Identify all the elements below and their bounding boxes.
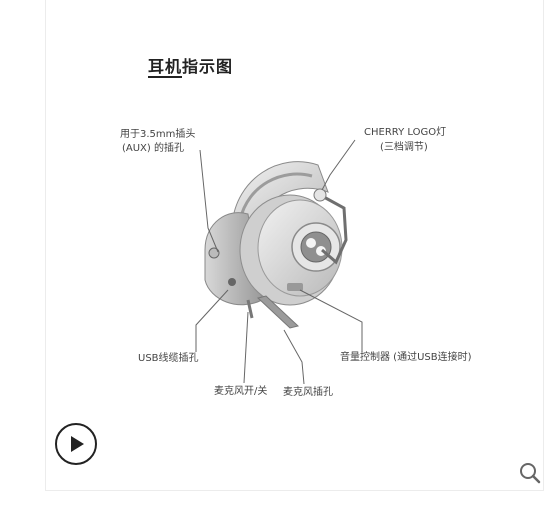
diagram-title: 耳机指示图 xyxy=(148,57,234,76)
aux-jack-label-line2: (AUX) 的插孔 xyxy=(122,143,184,154)
zoom-button[interactable] xyxy=(518,461,542,485)
title-underline xyxy=(148,76,182,78)
play-video-button[interactable] xyxy=(55,423,97,465)
logo-light-label-line1: CHERRY LOGO灯 xyxy=(364,127,447,138)
usb-cable-port-label: USB线缆插孔 xyxy=(138,353,199,364)
play-icon xyxy=(71,436,84,452)
magnifier-icon xyxy=(520,463,541,484)
volume-control-label: 音量控制器 (通过USB连接时) xyxy=(340,352,472,363)
mic-jack-label: 麦克风插孔 xyxy=(283,387,333,398)
aux-jack-label-line1: 用于3.5mm插头 xyxy=(120,129,196,140)
logo-light-label-line2: (三档调节) xyxy=(380,142,428,153)
mic-switch-label: 麦克风开/关 xyxy=(214,386,268,397)
